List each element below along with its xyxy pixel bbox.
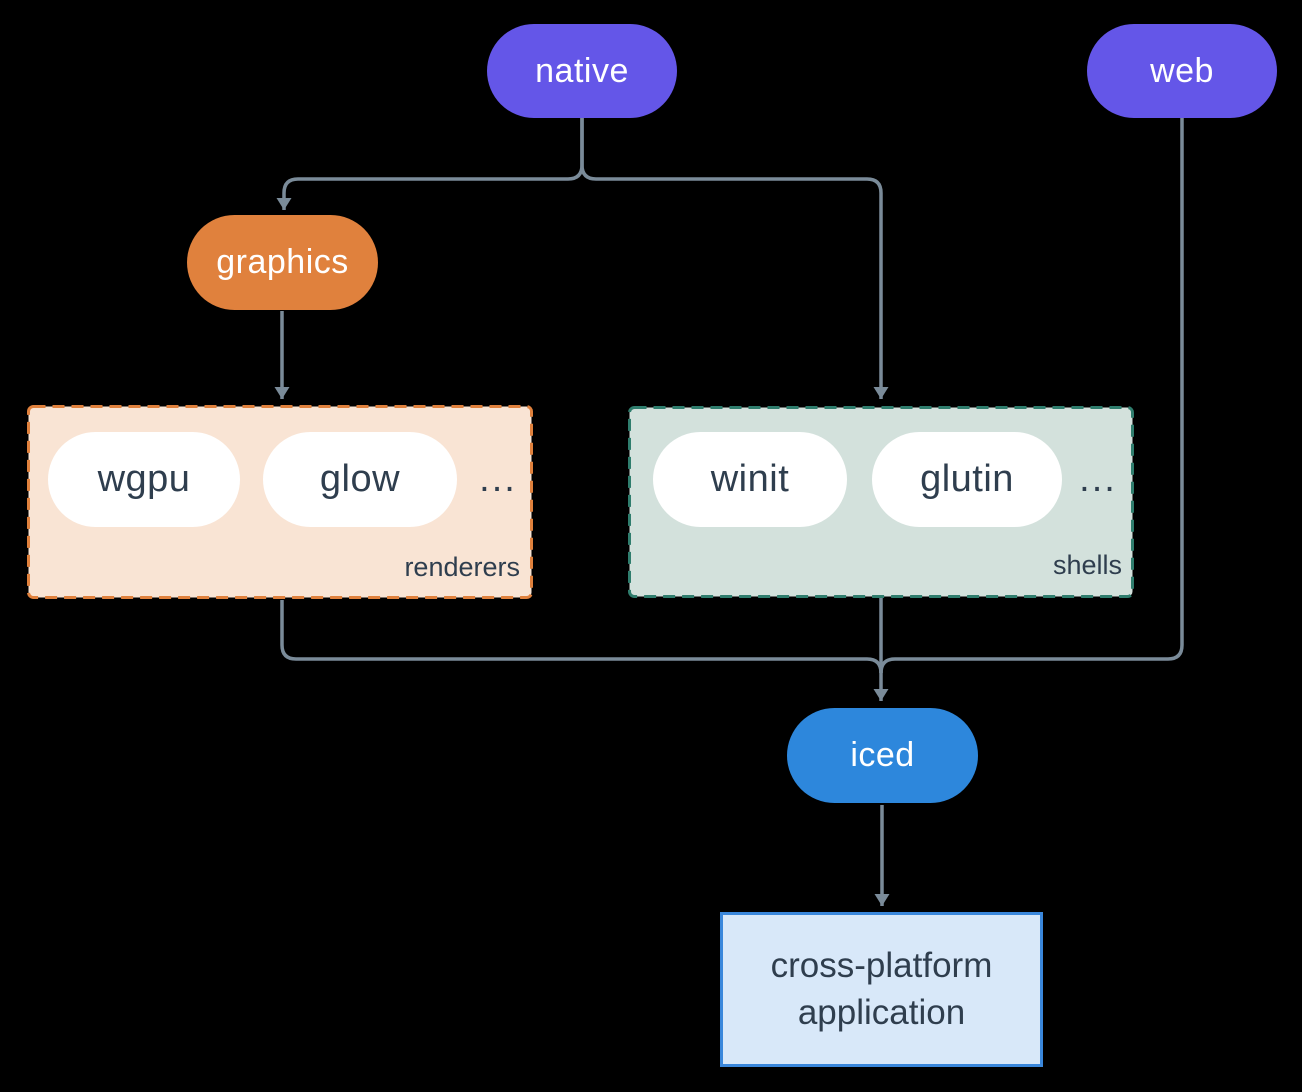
node-iced: iced xyxy=(787,708,978,803)
node-winit: winit xyxy=(653,432,847,527)
node-wgpu-label: wgpu xyxy=(97,458,191,500)
node-iced-label: iced xyxy=(850,736,915,774)
node-glow-label: glow xyxy=(319,458,401,500)
shells-group-label: shells xyxy=(1052,550,1122,580)
node-native-label: native xyxy=(535,51,629,90)
edge-native-to-graphics xyxy=(276,118,584,210)
node-glutin: glutin xyxy=(872,432,1062,527)
node-glutin-label: glutin xyxy=(920,458,1014,500)
node-native: native xyxy=(487,24,677,118)
node-web: web xyxy=(1087,24,1277,118)
node-wgpu: wgpu xyxy=(48,432,240,527)
node-graphics-label: graphics xyxy=(216,243,349,281)
application-label-line1: cross-platform xyxy=(770,946,993,986)
cross-platform-application-box: cross-platform application xyxy=(720,912,1043,1067)
application-label-line2: application xyxy=(797,992,966,1032)
shells-ellipsis: ... xyxy=(1079,458,1117,500)
renderers-ellipsis: ... xyxy=(479,458,517,500)
edge-native-to-shells xyxy=(580,118,889,399)
node-web-label: web xyxy=(1150,51,1214,90)
node-glow: glow xyxy=(263,432,457,527)
node-winit-label: winit xyxy=(710,458,790,500)
node-graphics: graphics xyxy=(187,215,378,310)
edge-renderers-to-merge xyxy=(280,600,883,674)
renderers-group-label: renderers xyxy=(404,552,520,582)
